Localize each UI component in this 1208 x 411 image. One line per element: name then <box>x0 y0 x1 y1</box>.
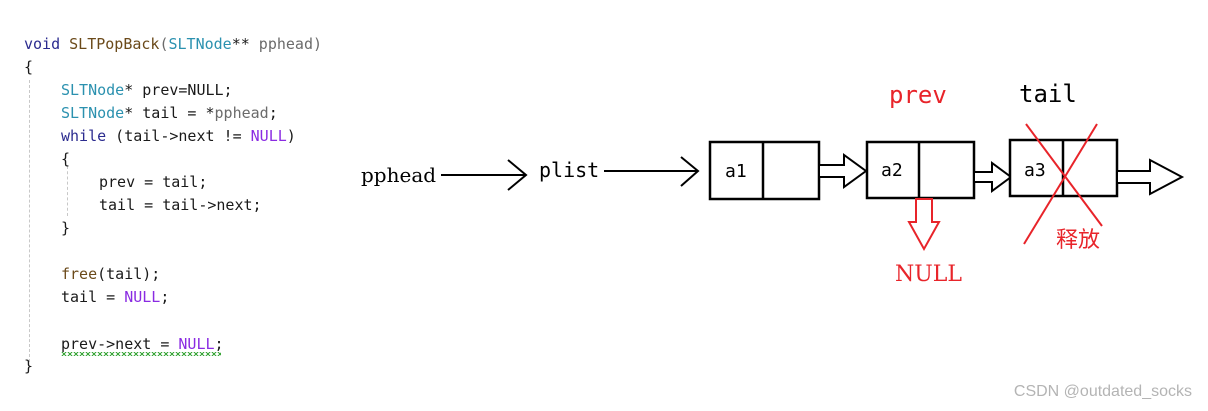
down-arrow-to-null <box>907 198 941 252</box>
code-text: tail = <box>61 288 125 306</box>
node-a3 <box>1008 138 1119 198</box>
type-name: SLTNode <box>168 35 232 53</box>
code-line-6: { <box>61 150 71 168</box>
plist-label: plist <box>539 158 599 182</box>
paren-close: ) <box>313 35 323 53</box>
type-name: SLTNode <box>61 81 125 99</box>
keyword-void: void <box>24 35 61 53</box>
code-line-11: tail = NULL; <box>61 288 169 306</box>
indent-guide-outer <box>29 80 30 362</box>
watermark: CSDN @outdated_socks <box>1013 383 1192 400</box>
code-line-3: SLTNode* prev=NULL; <box>61 81 233 99</box>
hollow-arrow-a2-a3 <box>973 161 1013 193</box>
param-name: pphead <box>214 104 269 122</box>
code-line-10: free(tail); <box>61 265 160 283</box>
code-line-13: } <box>24 357 34 375</box>
param-name: pphead <box>249 35 313 53</box>
pointer-stars: ** <box>231 35 250 53</box>
code-text: prev->next = <box>61 335 179 353</box>
null-literal: NULL <box>178 335 215 353</box>
tail-label: tail <box>1019 80 1077 108</box>
type-name: SLTNode <box>61 104 125 122</box>
release-label: 释放 <box>1056 228 1100 253</box>
prev-label: prev <box>889 81 947 109</box>
code-text: ; <box>214 335 224 353</box>
pphead-arrow <box>441 159 528 191</box>
code-line-1: void SLTPopBack(SLTNode** pphead) <box>24 35 322 53</box>
release-cross <box>1023 123 1103 245</box>
code-text: ; <box>160 288 170 306</box>
node-a2-label: a2 <box>881 160 903 181</box>
warning-squiggle <box>61 352 221 356</box>
indent-guide-inner <box>67 166 68 216</box>
code-text: * prev=NULL; <box>124 81 233 99</box>
node-a1 <box>708 140 821 201</box>
pphead-label: pphead <box>361 163 436 187</box>
hollow-arrow-a3-out <box>1116 158 1185 196</box>
code-text: ) <box>286 127 296 145</box>
node-a2 <box>865 140 976 200</box>
code-line-2: { <box>24 58 34 76</box>
code-text: ; <box>268 104 278 122</box>
node-a3-label: a3 <box>1024 160 1046 181</box>
function-name: SLTPopBack <box>69 35 160 53</box>
code-text: (tail->next != <box>106 127 251 145</box>
plist-arrow <box>604 156 700 187</box>
code-line-4: SLTNode* tail = *pphead; <box>61 104 278 122</box>
code-line-5: while (tail->next != NULL) <box>61 127 296 145</box>
hollow-arrow-a1-a2 <box>818 153 868 189</box>
function-free: free <box>61 265 98 283</box>
keyword-while: while <box>61 127 107 145</box>
code-line-12: prev->next = NULL; <box>61 335 224 353</box>
code-line-7: prev = tail; <box>99 173 208 191</box>
paren-open: ( <box>159 35 169 53</box>
node-a1-label: a1 <box>725 161 747 182</box>
code-line-8: tail = tail->next; <box>99 196 262 214</box>
code-panel: void SLTPopBack(SLTNode** pphead) { SLTN… <box>0 0 340 411</box>
null-label: NULL <box>895 262 962 287</box>
code-text: * tail = * <box>124 104 215 122</box>
code-text: (tail); <box>97 265 161 283</box>
code-line-9: } <box>61 219 71 237</box>
null-literal: NULL <box>124 288 161 306</box>
null-literal: NULL <box>250 127 287 145</box>
